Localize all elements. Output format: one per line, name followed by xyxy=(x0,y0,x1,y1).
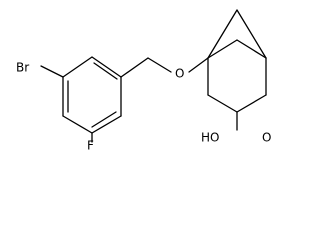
atom-label-ether-oxygen: O xyxy=(175,67,184,81)
double-bond xyxy=(91,111,117,128)
bond xyxy=(62,56,93,78)
atom-label-hydroxyl: HO xyxy=(201,131,219,145)
bond xyxy=(207,39,238,59)
double-bond xyxy=(93,62,118,80)
bond xyxy=(236,39,267,59)
molecule-canvas: Br F O HO O xyxy=(16,9,271,153)
bond xyxy=(62,115,93,134)
bromofluorophenyl-ring xyxy=(62,56,122,134)
atom-label-f: F xyxy=(87,139,94,153)
o-aryl-bond xyxy=(188,57,209,73)
structure-drawing: Br F O HO O xyxy=(16,9,271,153)
bond xyxy=(207,9,238,59)
bond xyxy=(236,9,267,59)
atom-label-br: Br xyxy=(16,61,29,75)
atom-label-carbonyl-oxygen: O xyxy=(262,131,271,145)
bond xyxy=(236,94,267,113)
ch2-o-bond xyxy=(147,57,172,73)
bond xyxy=(91,115,122,134)
c-br-bond xyxy=(40,65,64,78)
bond xyxy=(207,94,238,113)
c-ch2-bond xyxy=(120,57,149,78)
bond xyxy=(91,56,122,78)
benzoic-acid-ring xyxy=(207,9,267,113)
